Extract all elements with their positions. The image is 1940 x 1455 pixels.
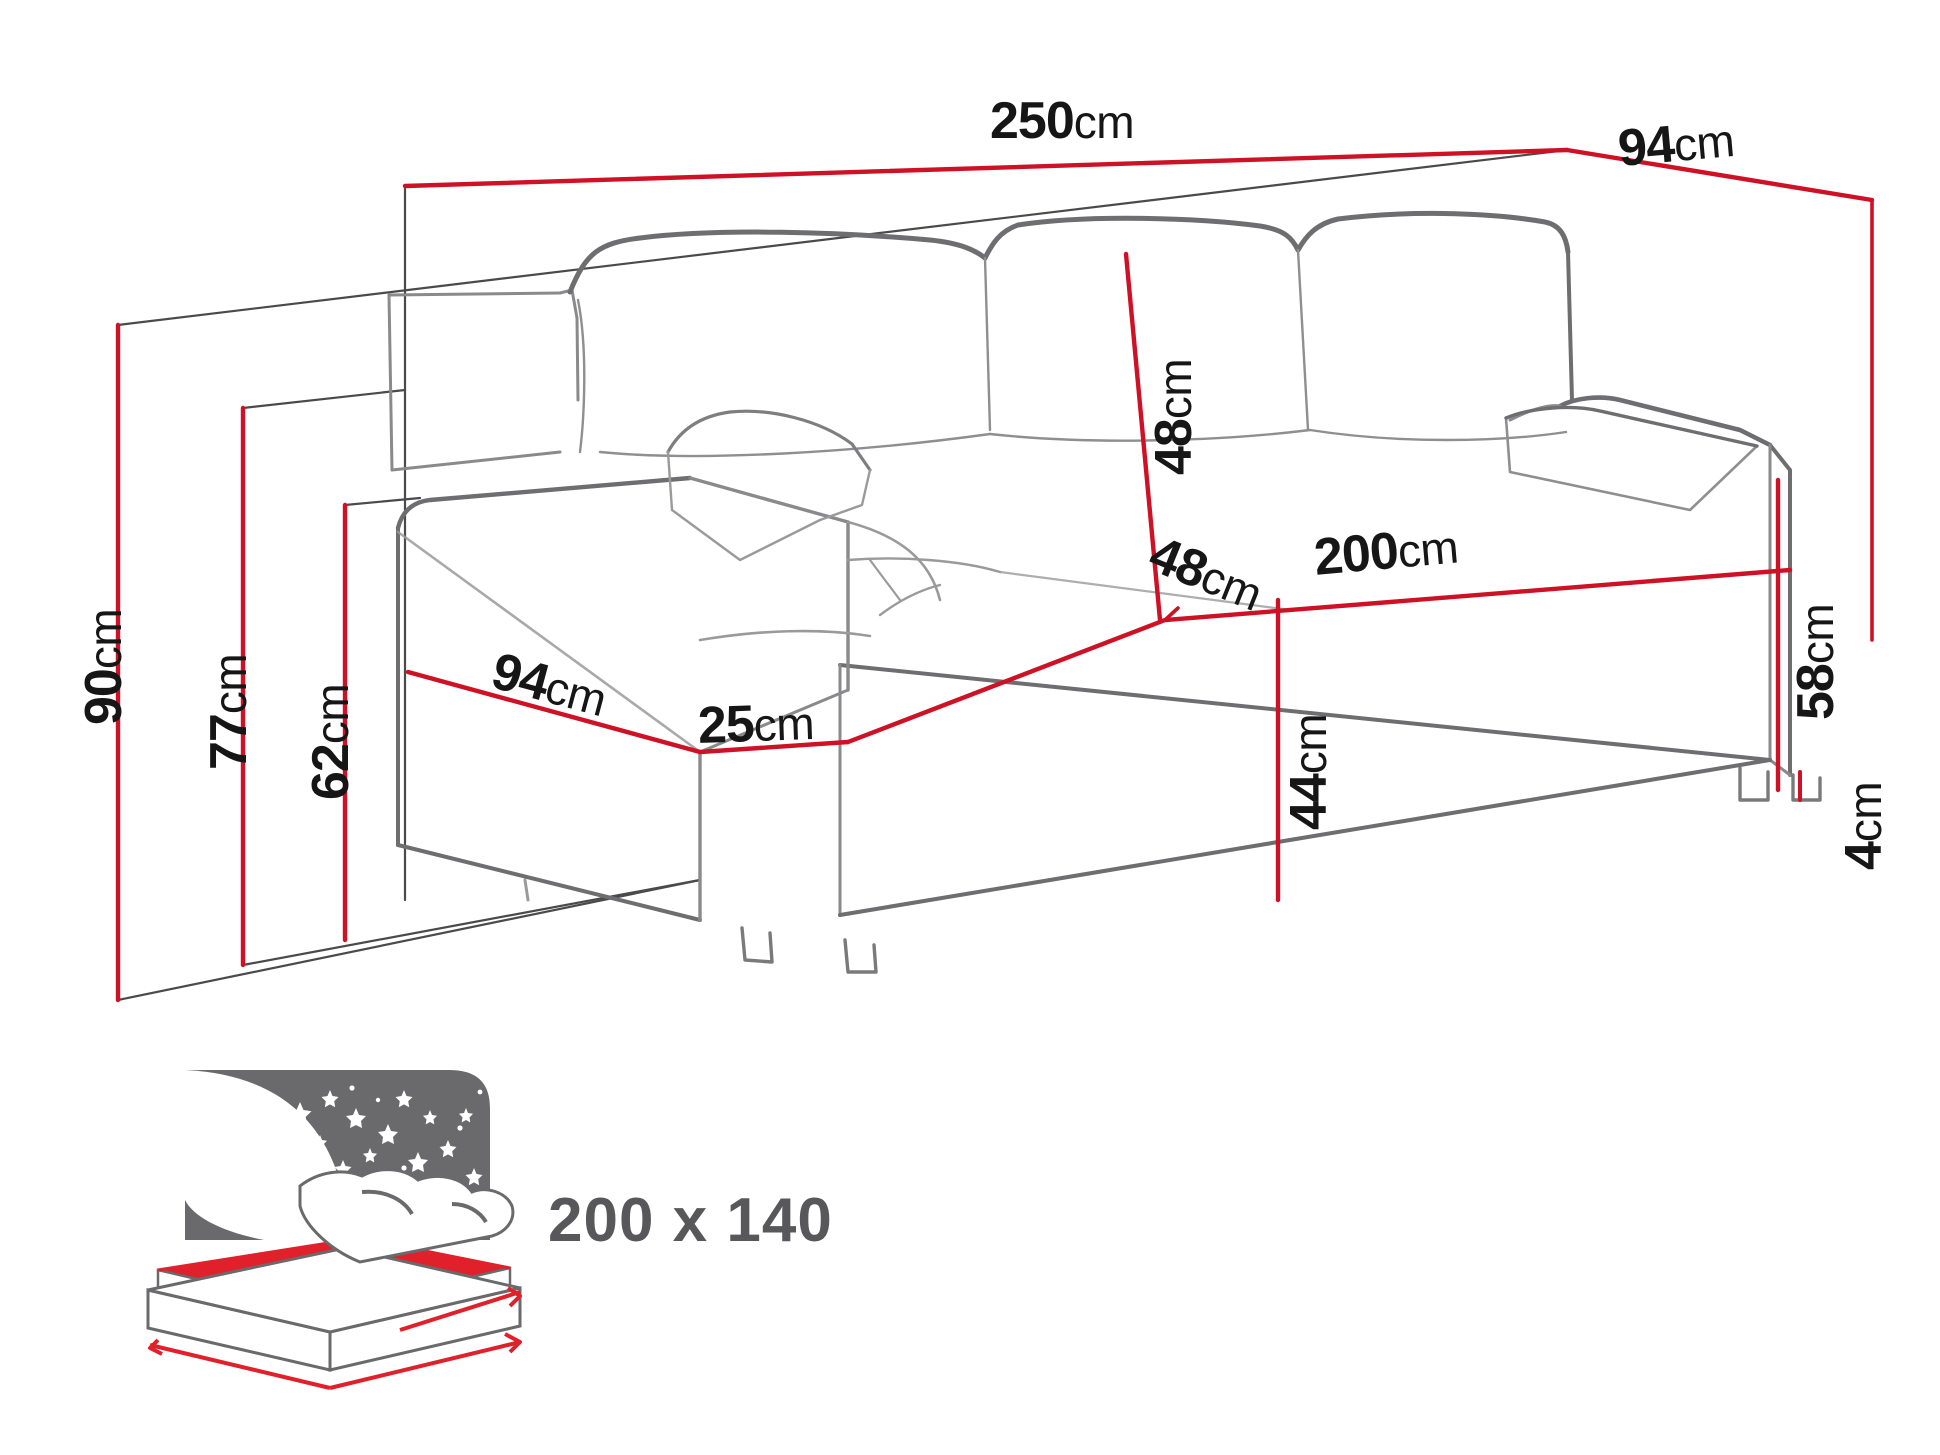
dimension-label-seat-width: 200cm: [1311, 520, 1461, 587]
dimension-label-leg-height: 4cm: [1835, 781, 1893, 870]
dim-line-25: [697, 739, 851, 755]
dimension-label-backrest-cushion-height: 48cm: [1145, 358, 1203, 475]
projection-lines: [116, 148, 1874, 1002]
dim-line-94-arm: [405, 669, 703, 755]
dimension-label-armrest-width: 25cm: [696, 695, 815, 755]
bed-night-icon: [146, 1070, 522, 1390]
dim-line-48-diagonal: [1163, 606, 1180, 622]
dimension-label-total-depth: 94cm: [1615, 114, 1737, 178]
dimension-label-seat-height: 44cm: [1280, 713, 1338, 830]
dimension-label-overall-height: 90cm: [75, 608, 133, 725]
dimension-label-backrest-height: 77cm: [200, 653, 258, 770]
dimension-label-side-height: 58cm: [1787, 603, 1845, 720]
dim-line-250: [402, 147, 1570, 189]
dim-line-48-vertical: [1123, 251, 1163, 623]
dimension-lines: [115, 147, 1875, 1003]
dim-line-94-top: [1564, 147, 1875, 203]
dimension-label-total-width: 250cm: [990, 92, 1135, 150]
sofa-outline: [387, 210, 1822, 974]
sleeping-area-label: 200 x 140: [548, 1186, 833, 1255]
dimension-label-armrest-height: 62cm: [302, 683, 360, 800]
